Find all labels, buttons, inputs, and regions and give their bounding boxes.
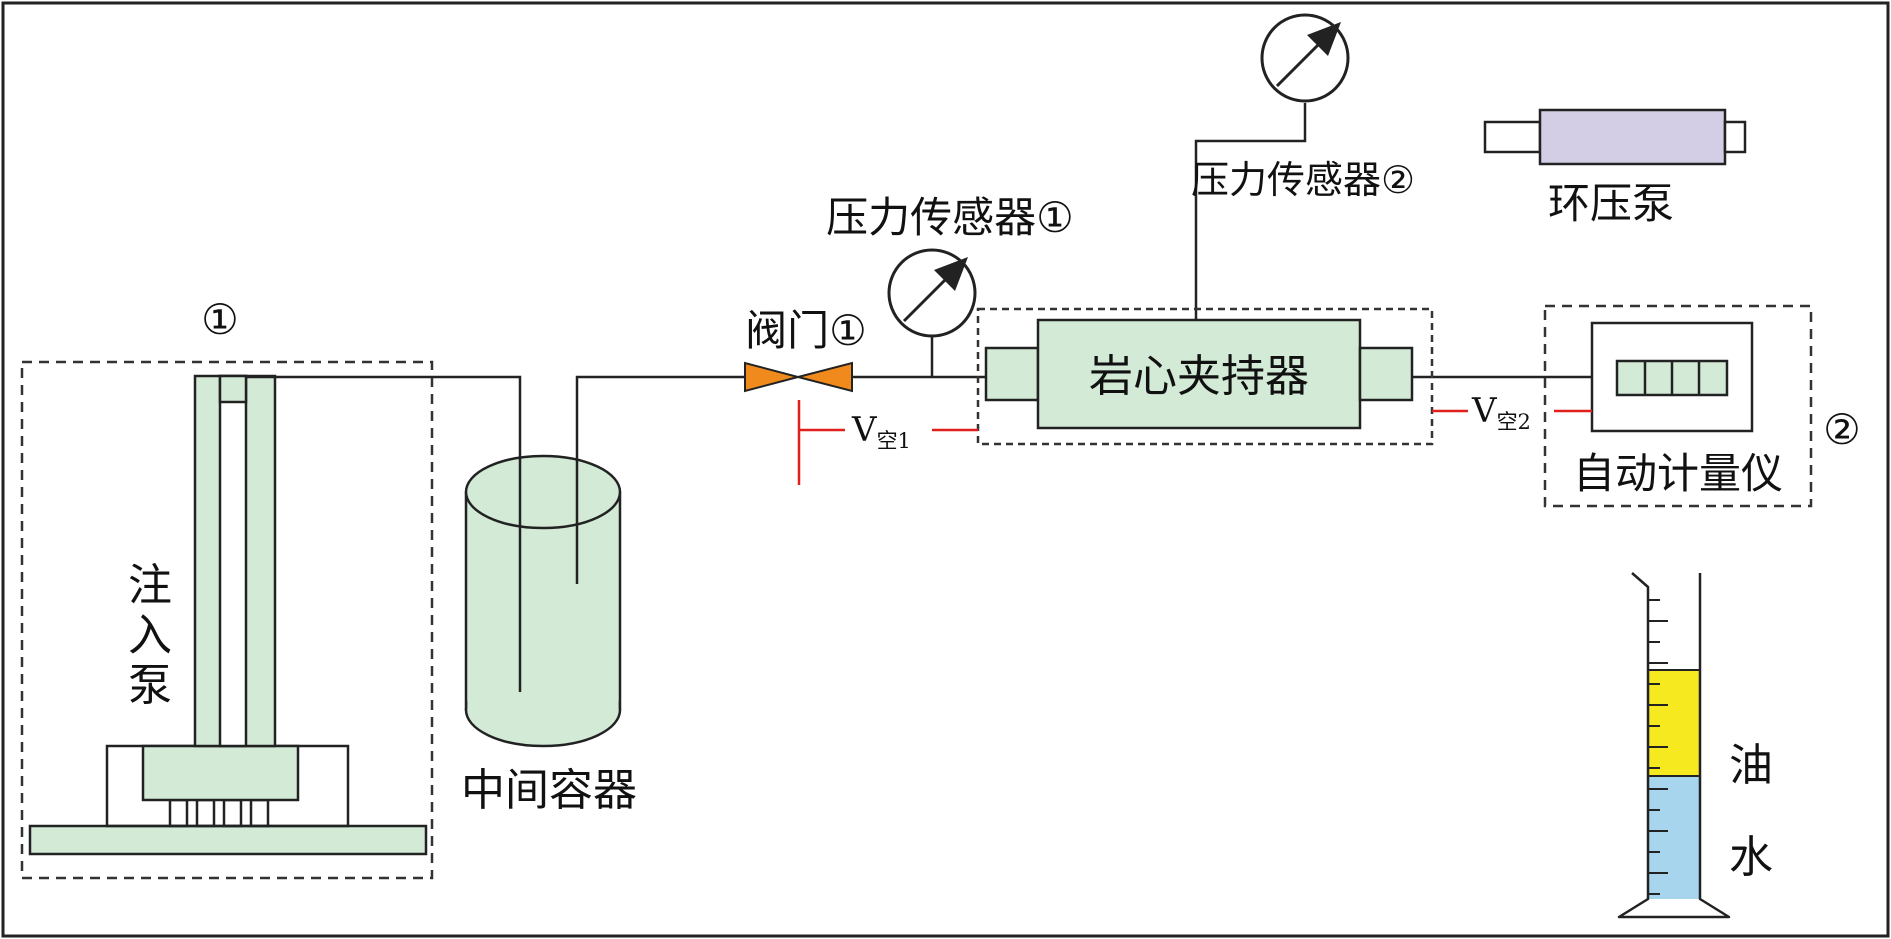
pump-rod-3 bbox=[222, 798, 243, 828]
auto-meter-label: 自动计量仪 bbox=[1573, 449, 1783, 498]
pump-rod-1 bbox=[168, 798, 189, 828]
valve-right-wedge bbox=[794, 361, 853, 393]
pressure-sensor-1-label: 压力传感器① bbox=[826, 193, 1074, 242]
auto-meter bbox=[1590, 321, 1754, 433]
water-label: 水 bbox=[1729, 832, 1773, 883]
ring-pressure-pump bbox=[1483, 108, 1747, 166]
cylinder-body bbox=[1617, 572, 1731, 919]
core-holder-body bbox=[1036, 318, 1362, 430]
ring-pressure-pump-label: 环压泵 bbox=[1548, 179, 1674, 228]
v-void-1-sub: 空1 bbox=[877, 429, 911, 453]
injection-pump-label-2: 入 bbox=[128, 610, 172, 661]
pipe-container-to-valve bbox=[575, 375, 745, 584]
ring-pump-body bbox=[1538, 108, 1727, 166]
v-void-2-main: V bbox=[1471, 391, 1498, 431]
valve-label: 阀门① bbox=[745, 306, 867, 355]
container-top bbox=[464, 454, 622, 530]
cylinder-scale bbox=[1648, 599, 1668, 895]
pump-piston-head bbox=[218, 374, 248, 404]
core-holder bbox=[984, 318, 1414, 430]
pipe-holder-to-gauge2 bbox=[1194, 103, 1307, 320]
gauge-2-needle bbox=[1275, 38, 1325, 88]
pressure-gauge-icon bbox=[887, 248, 977, 338]
injection-pump-label-3: 泵 bbox=[128, 660, 172, 711]
region-2-marker: ② bbox=[1823, 405, 1861, 454]
graduated-cylinder-icon bbox=[1617, 572, 1731, 919]
piping bbox=[246, 103, 1592, 692]
v-void-2-sub: 空2 bbox=[1497, 410, 1531, 434]
pump-rod-2 bbox=[195, 798, 216, 828]
ring-pump-nozzle bbox=[1483, 120, 1542, 154]
gauge-1-needle-head bbox=[934, 257, 968, 291]
pressure-sensor-2-label: 压力传感器② bbox=[1191, 158, 1415, 202]
pump-motor-block bbox=[141, 744, 300, 802]
region-1-marker: ① bbox=[201, 295, 239, 344]
intermediate-container-label: 中间容器 bbox=[461, 765, 637, 816]
v-void-1-main: V bbox=[851, 410, 878, 450]
v-void-2-label: V空2 bbox=[1471, 391, 1531, 434]
pressure-gauge-icon bbox=[1260, 13, 1350, 103]
pump-base-plate bbox=[28, 824, 428, 856]
cylinder-oil bbox=[1648, 670, 1700, 776]
valve-left-wedge bbox=[744, 361, 802, 393]
core-holder-zone bbox=[976, 307, 1434, 446]
v-void-1-label: V空1 bbox=[851, 410, 911, 453]
pipe-pump-to-container bbox=[246, 375, 522, 692]
injection-pump bbox=[28, 374, 428, 856]
valve-icon bbox=[744, 361, 853, 393]
gauge-1-needle bbox=[902, 273, 952, 323]
v-void-1-dimension bbox=[797, 400, 978, 485]
ring-pump-end-cap bbox=[1723, 120, 1747, 154]
injection-pump-label-1: 注 bbox=[128, 560, 172, 611]
gauge-2-needle-head bbox=[1307, 22, 1341, 56]
region-2-box bbox=[1543, 304, 1813, 508]
region-1-box bbox=[20, 360, 434, 880]
core-holder-label: 岩心夹持器 bbox=[1089, 351, 1309, 402]
core-holder-right-cap bbox=[1358, 346, 1414, 402]
intermediate-container bbox=[464, 454, 622, 748]
pump-barrel-inner bbox=[218, 374, 248, 748]
core-holder-left-cap bbox=[984, 346, 1040, 402]
cylinder-water bbox=[1648, 776, 1700, 899]
pump-rod-4 bbox=[249, 798, 270, 828]
oil-label: 油 bbox=[1729, 740, 1773, 791]
